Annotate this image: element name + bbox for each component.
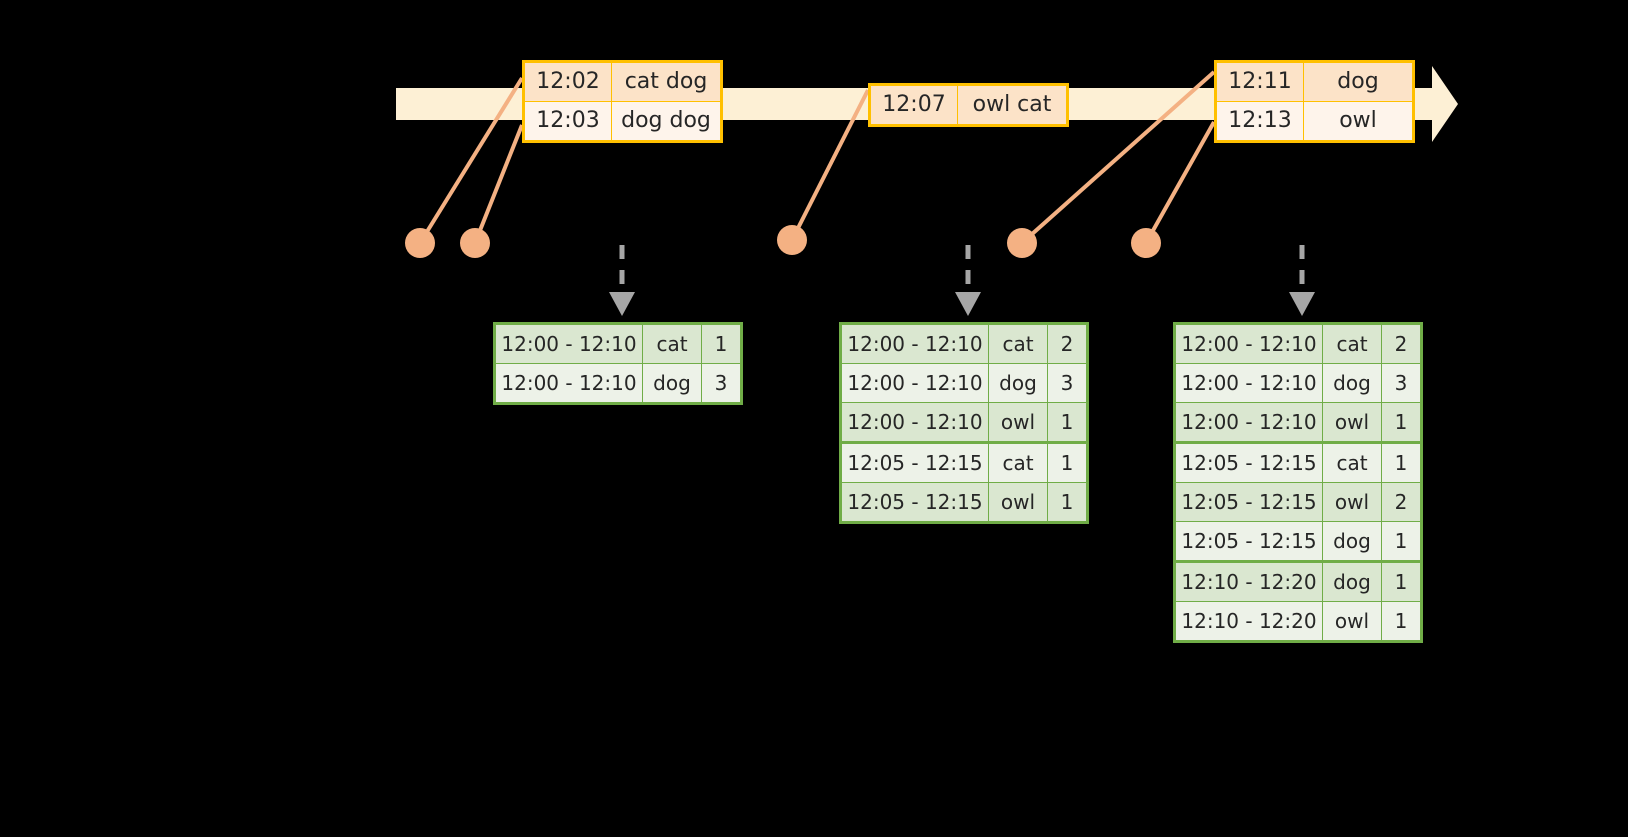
result-word: dog xyxy=(1322,363,1382,403)
result-word: dog xyxy=(1322,560,1382,602)
event-row: 12:02 cat dog xyxy=(523,61,722,102)
result-window: 12:00 - 12:10 xyxy=(1174,363,1323,403)
event-words: owl xyxy=(1303,101,1414,142)
table-row: 12:00 - 12:10 cat 2 xyxy=(840,322,1088,364)
connector-dot-1 xyxy=(405,228,435,258)
result-count: 2 xyxy=(1381,322,1422,364)
result-count: 1 xyxy=(1047,441,1088,483)
table-row: 12:05 - 12:15 dog 1 xyxy=(1174,521,1422,562)
result-window: 12:10 - 12:20 xyxy=(1174,560,1323,602)
event-words: cat dog xyxy=(611,61,722,102)
result-count: 1 xyxy=(1381,560,1422,602)
event-time: 12:11 xyxy=(1215,61,1304,102)
table-row: 12:05 - 12:15 cat 1 xyxy=(840,441,1088,483)
result-window: 12:05 - 12:15 xyxy=(840,441,989,483)
result-window: 12:00 - 12:10 xyxy=(494,363,643,404)
event-row: 12:03 dog dog xyxy=(523,101,722,142)
result-window: 12:00 - 12:10 xyxy=(840,363,989,403)
table-row: 12:00 - 12:10 owl 1 xyxy=(1174,402,1422,443)
result-window: 12:00 - 12:10 xyxy=(494,322,643,364)
table-row: 12:00 - 12:10 owl 1 xyxy=(840,402,1088,443)
result-table-3: 12:00 - 12:10 cat 2 12:00 - 12:10 dog 3 … xyxy=(1173,322,1423,643)
result-count: 1 xyxy=(1047,482,1088,523)
result-count: 2 xyxy=(1381,482,1422,522)
result-table-2: 12:00 - 12:10 cat 2 12:00 - 12:10 dog 3 … xyxy=(839,322,1089,524)
result-word: cat xyxy=(988,322,1048,364)
result-word: cat xyxy=(1322,441,1382,483)
event-words: dog xyxy=(1303,61,1414,102)
event-row: 12:13 owl xyxy=(1215,101,1414,142)
event-words: dog dog xyxy=(611,101,722,142)
result-window: 12:05 - 12:15 xyxy=(1174,482,1323,522)
result-window: 12:10 - 12:20 xyxy=(1174,601,1323,642)
event-group-1: 12:02 cat dog 12:03 dog dog xyxy=(522,60,723,143)
connector-dot-5 xyxy=(1131,228,1161,258)
result-word: owl xyxy=(988,402,1048,443)
event-time: 12:03 xyxy=(523,101,612,142)
result-table-1: 12:00 - 12:10 cat 1 12:00 - 12:10 dog 3 xyxy=(493,322,743,405)
result-window: 12:00 - 12:10 xyxy=(1174,402,1323,443)
result-window: 12:05 - 12:15 xyxy=(1174,441,1323,483)
result-window: 12:05 - 12:15 xyxy=(840,482,989,523)
result-count: 1 xyxy=(701,322,742,364)
table-row: 12:00 - 12:10 cat 1 xyxy=(494,322,742,364)
result-word: dog xyxy=(988,363,1048,403)
result-count: 1 xyxy=(1381,521,1422,562)
result-word: cat xyxy=(642,322,702,364)
result-window: 12:00 - 12:10 xyxy=(840,322,989,364)
table-row: 12:05 - 12:15 owl 1 xyxy=(840,482,1088,523)
connector-dot-3 xyxy=(777,225,807,255)
result-count: 3 xyxy=(701,363,742,404)
result-word: owl xyxy=(1322,482,1382,522)
table-row: 12:00 - 12:10 dog 3 xyxy=(494,363,742,404)
event-row: 12:07 owl cat xyxy=(869,84,1068,126)
event-group-2: 12:07 owl cat xyxy=(868,83,1069,127)
result-arrow-3 xyxy=(1289,245,1315,316)
result-arrow-2 xyxy=(955,245,981,316)
connector-dot-4 xyxy=(1007,228,1037,258)
event-time: 12:02 xyxy=(523,61,612,102)
table-row: 12:05 - 12:15 owl 2 xyxy=(1174,482,1422,522)
result-count: 1 xyxy=(1047,402,1088,443)
result-count: 3 xyxy=(1381,363,1422,403)
result-word: cat xyxy=(1322,322,1382,364)
result-count: 1 xyxy=(1381,402,1422,443)
event-time: 12:13 xyxy=(1215,101,1304,142)
event-group-3: 12:11 dog 12:13 owl xyxy=(1214,60,1415,143)
table-row: 12:00 - 12:10 cat 2 xyxy=(1174,322,1422,364)
result-window: 12:00 - 12:10 xyxy=(840,402,989,443)
result-word: dog xyxy=(642,363,702,404)
connector-dot-2 xyxy=(460,228,490,258)
result-window: 12:00 - 12:10 xyxy=(1174,322,1323,364)
event-time: 12:07 xyxy=(869,84,958,126)
result-count: 1 xyxy=(1381,441,1422,483)
result-word: owl xyxy=(1322,601,1382,642)
result-arrows xyxy=(609,245,1315,316)
event-row: 12:11 dog xyxy=(1215,61,1414,102)
result-word: cat xyxy=(988,441,1048,483)
result-arrow-1 xyxy=(609,245,635,316)
table-row: 12:10 - 12:20 owl 1 xyxy=(1174,601,1422,642)
result-count: 3 xyxy=(1047,363,1088,403)
table-row: 12:10 - 12:20 dog 1 xyxy=(1174,560,1422,602)
table-row: 12:00 - 12:10 dog 3 xyxy=(840,363,1088,403)
result-count: 1 xyxy=(1381,601,1422,642)
result-window: 12:05 - 12:15 xyxy=(1174,521,1323,562)
result-word: owl xyxy=(988,482,1048,523)
connector-dots xyxy=(405,225,1161,258)
table-row: 12:05 - 12:15 cat 1 xyxy=(1174,441,1422,483)
result-count: 2 xyxy=(1047,322,1088,364)
table-row: 12:00 - 12:10 dog 3 xyxy=(1174,363,1422,403)
event-words: owl cat xyxy=(957,84,1068,126)
result-word: dog xyxy=(1322,521,1382,562)
result-word: owl xyxy=(1322,402,1382,443)
